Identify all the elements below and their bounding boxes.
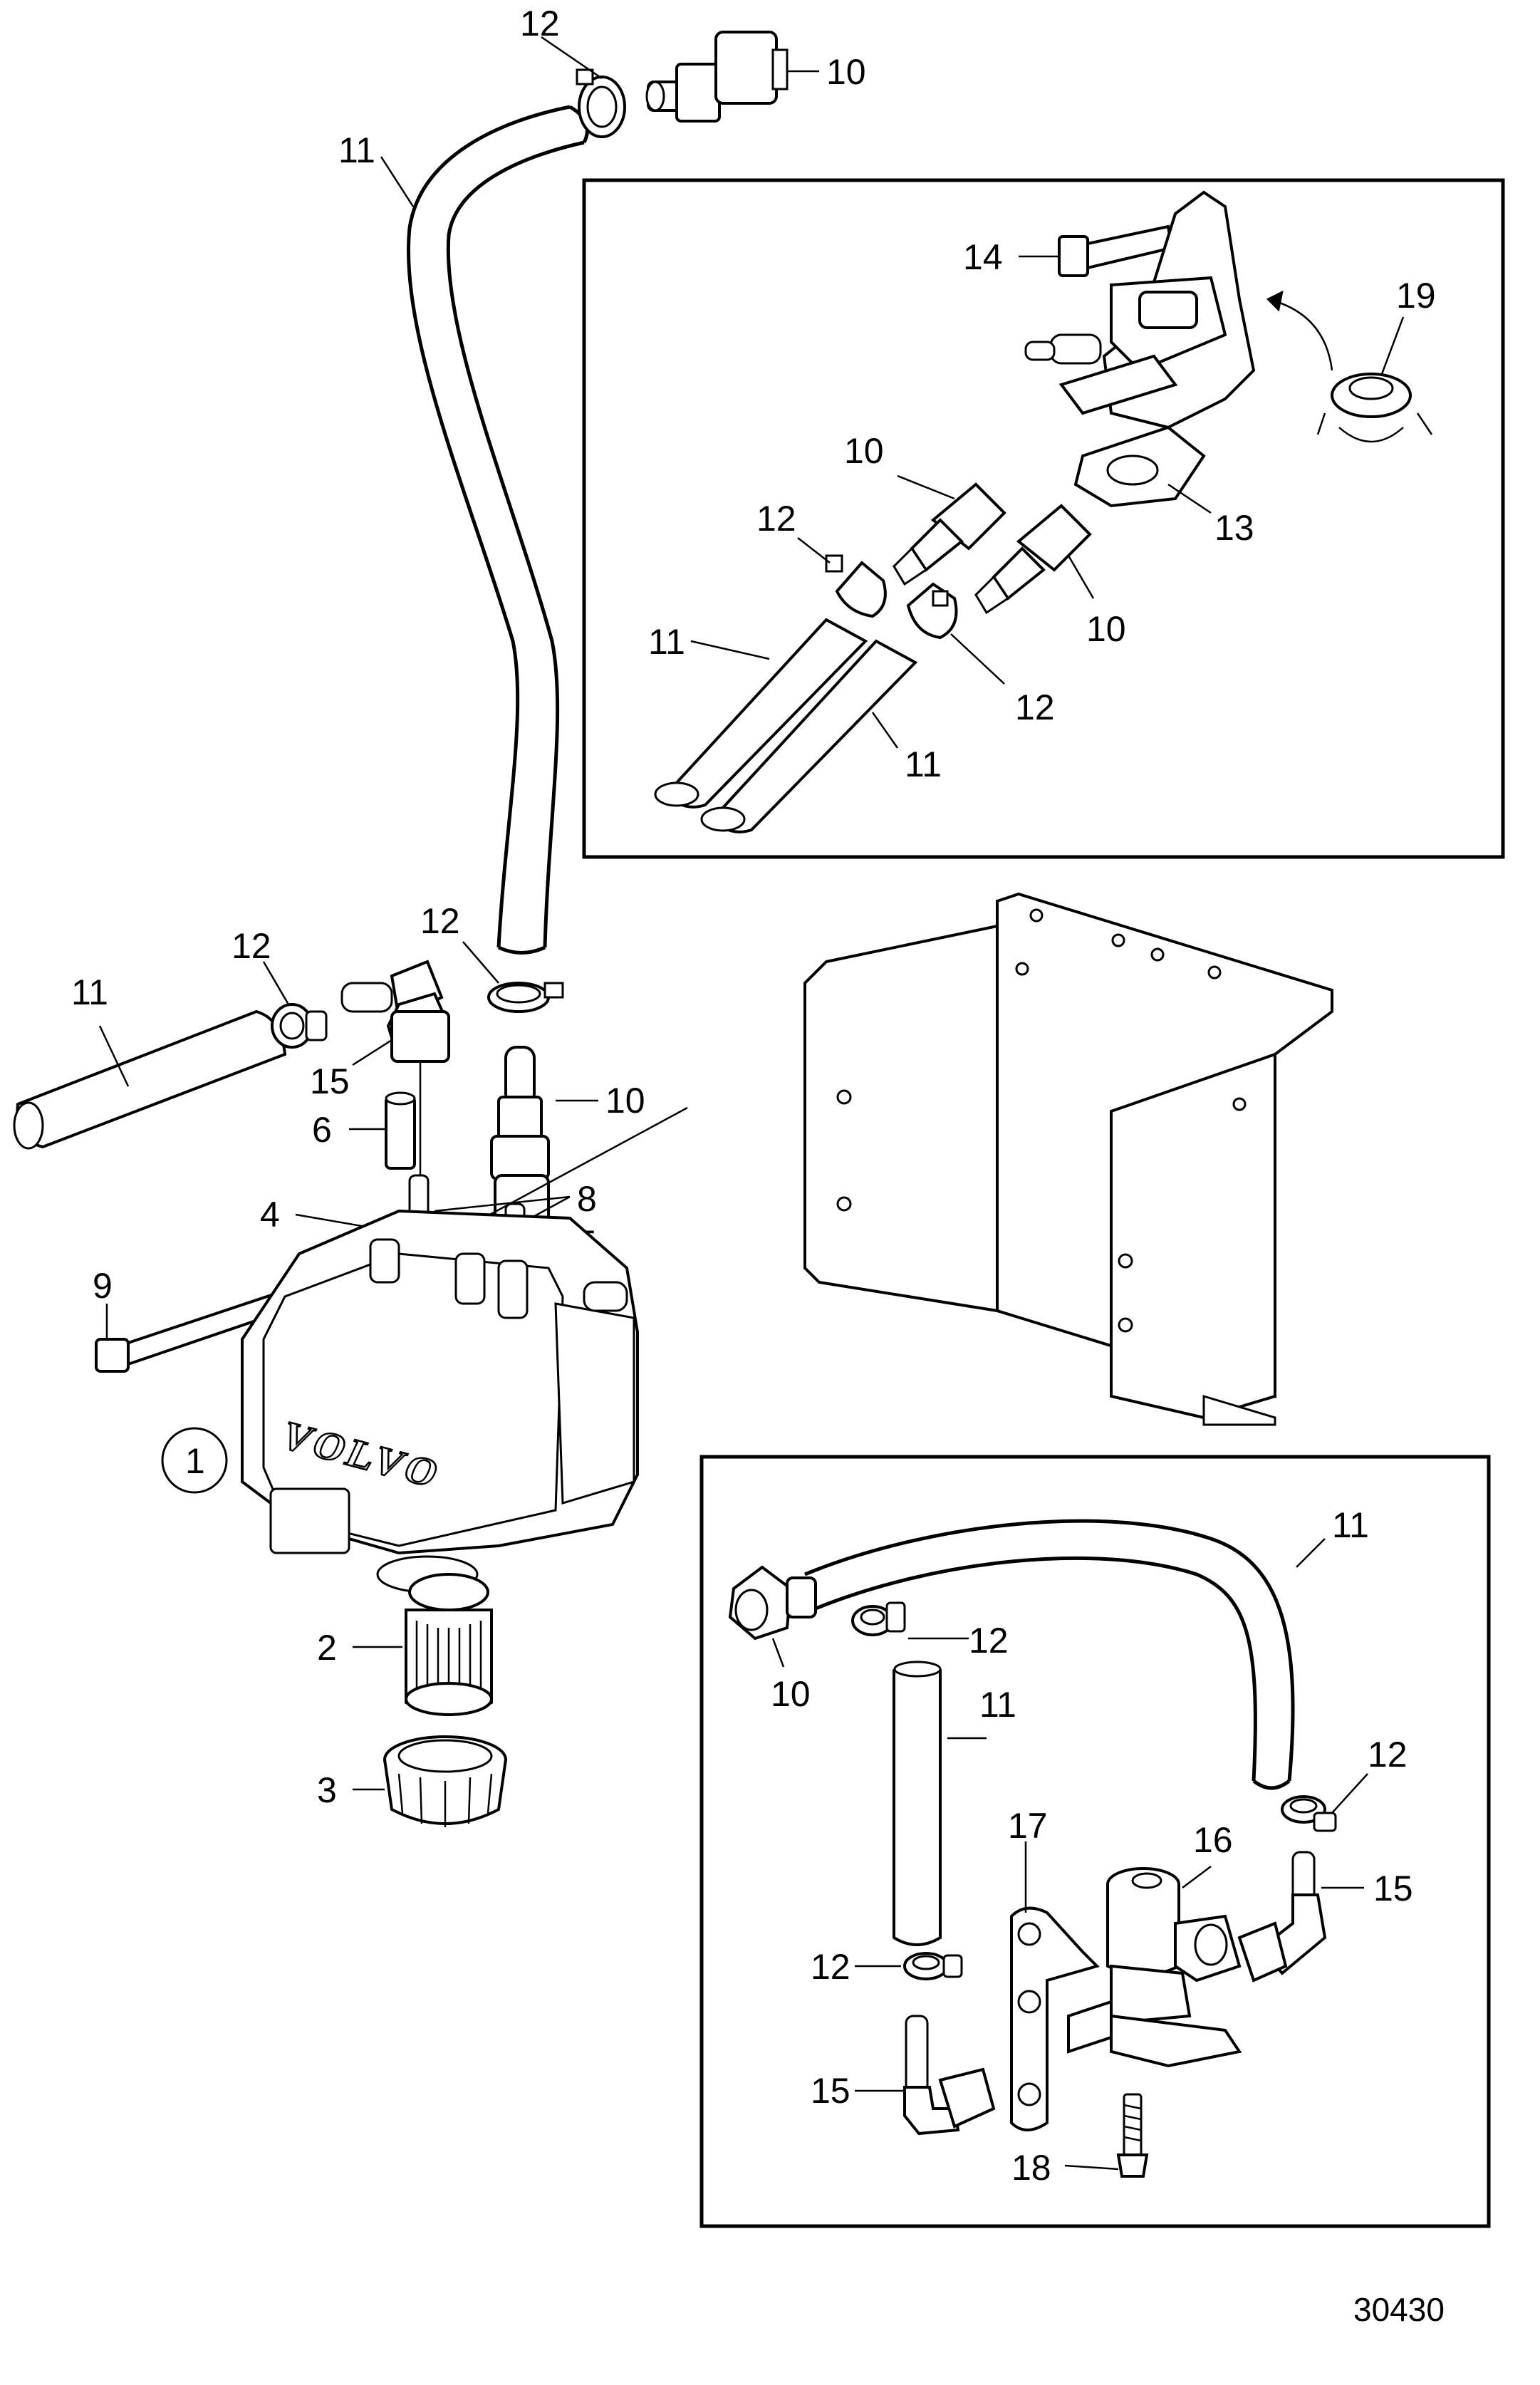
label-inset-b-elbow-left: 15 bbox=[811, 2071, 850, 2111]
label-inset-a-bolt: 14 bbox=[963, 237, 1003, 277]
label-inset-b-clamp-top: 12 bbox=[969, 1621, 1009, 1661]
inset-b-clamp-top bbox=[851, 1601, 906, 1636]
label-inset-a-connector-left: 10 bbox=[844, 431, 884, 471]
filter-cap bbox=[383, 1735, 507, 1827]
label-inset-b-elbow-right: 15 bbox=[1373, 1869, 1413, 1908]
label-left-clamp: 12 bbox=[231, 926, 271, 966]
label-filter-cap: 3 bbox=[317, 1770, 337, 1810]
inset-b-valve bbox=[1067, 1867, 1242, 2068]
inset-b-screw bbox=[1116, 2093, 1149, 2178]
label-inset-b-valve: 16 bbox=[1193, 1820, 1233, 1860]
label-left-elbow: 15 bbox=[310, 1061, 350, 1101]
label-filter-element: 2 bbox=[317, 1628, 337, 1668]
label-top-clamp: 12 bbox=[520, 4, 560, 43]
label-inset-a-clamp-right: 12 bbox=[1015, 687, 1055, 727]
inset-b-hose-curved bbox=[804, 1519, 1295, 1790]
label-inset-a-connector-right: 10 bbox=[1086, 609, 1126, 649]
label-inset-b-clamp-bottom: 12 bbox=[811, 1947, 850, 1987]
inset-a-hose-right bbox=[700, 639, 918, 833]
label-sleeve: 6 bbox=[312, 1110, 332, 1150]
inset-b-elbow-left bbox=[903, 2015, 996, 2136]
inset-b-clamp-bottom bbox=[903, 1952, 963, 1980]
inset-a-pump bbox=[1316, 373, 1433, 443]
inset-a-hose-left bbox=[654, 618, 868, 809]
top-hose bbox=[407, 105, 589, 955]
label-inset-a-clamp-left: 12 bbox=[756, 499, 796, 539]
inset-b-hose-straight bbox=[893, 1661, 942, 1946]
label-inset-b-bracket: 17 bbox=[1008, 1806, 1048, 1846]
left-elbow bbox=[340, 960, 451, 1064]
main-assembly-body bbox=[241, 1209, 639, 1594]
inset-a-connector-right bbox=[974, 504, 1092, 615]
label-inset-a-hose-right: 11 bbox=[905, 744, 942, 784]
label-nipple-pair: 8 bbox=[577, 1179, 597, 1219]
inset-b-bracket bbox=[1010, 1906, 1100, 2131]
top-connector bbox=[645, 31, 789, 123]
label-top-connector: 10 bbox=[826, 52, 866, 92]
label-inset-a-hose-left: 11 bbox=[648, 622, 685, 662]
mid-connector bbox=[490, 1046, 550, 1230]
label-inset-b-hose-straight: 11 bbox=[979, 1685, 1016, 1725]
top-clamp bbox=[576, 68, 626, 138]
filter-element bbox=[405, 1573, 493, 1716]
inset-b-frame bbox=[699, 1455, 1491, 2228]
inset-b-connector bbox=[728, 1565, 817, 1641]
label-inset-a-bracket: 13 bbox=[1214, 508, 1254, 548]
label-inset-b-connector: 10 bbox=[771, 1674, 811, 1714]
inset-a-pump-head bbox=[1024, 190, 1256, 508]
main-assembly-callout: 1 bbox=[161, 1427, 228, 1494]
inset-a-bolt bbox=[1058, 224, 1174, 277]
sleeve bbox=[385, 1091, 416, 1170]
label-main-assembly: 1 bbox=[185, 1441, 205, 1481]
left-clamp bbox=[271, 1003, 328, 1049]
label-inset-b-hose-curved: 11 bbox=[1332, 1505, 1369, 1545]
inset-b-elbow-right bbox=[1237, 1851, 1327, 1983]
inset-a-frame bbox=[582, 178, 1505, 859]
label-nipple-a: 4 bbox=[260, 1195, 280, 1235]
mounting-bracket bbox=[803, 892, 1333, 1426]
label-top-hose: 11 bbox=[338, 130, 375, 170]
label-mid-clamp: 12 bbox=[420, 901, 460, 941]
label-inset-b-clamp-right: 12 bbox=[1368, 1735, 1408, 1775]
mid-clamp bbox=[487, 982, 564, 1013]
label-mid-connector: 10 bbox=[605, 1081, 645, 1121]
label-inset-b-screw: 18 bbox=[1011, 2148, 1051, 2188]
left-hose bbox=[13, 1009, 287, 1150]
label-left-hose: 11 bbox=[71, 972, 108, 1012]
inset-a-connector-left bbox=[893, 482, 1006, 586]
inset-b-clamp-right bbox=[1281, 1795, 1337, 1832]
label-inset-a-pump: 19 bbox=[1396, 276, 1436, 316]
inset-a-clamp-left bbox=[825, 554, 887, 618]
inset-a-clamp-right bbox=[906, 582, 958, 640]
label-bolt: 9 bbox=[93, 1266, 113, 1306]
reference-number: 30430 bbox=[1353, 2291, 1445, 2328]
